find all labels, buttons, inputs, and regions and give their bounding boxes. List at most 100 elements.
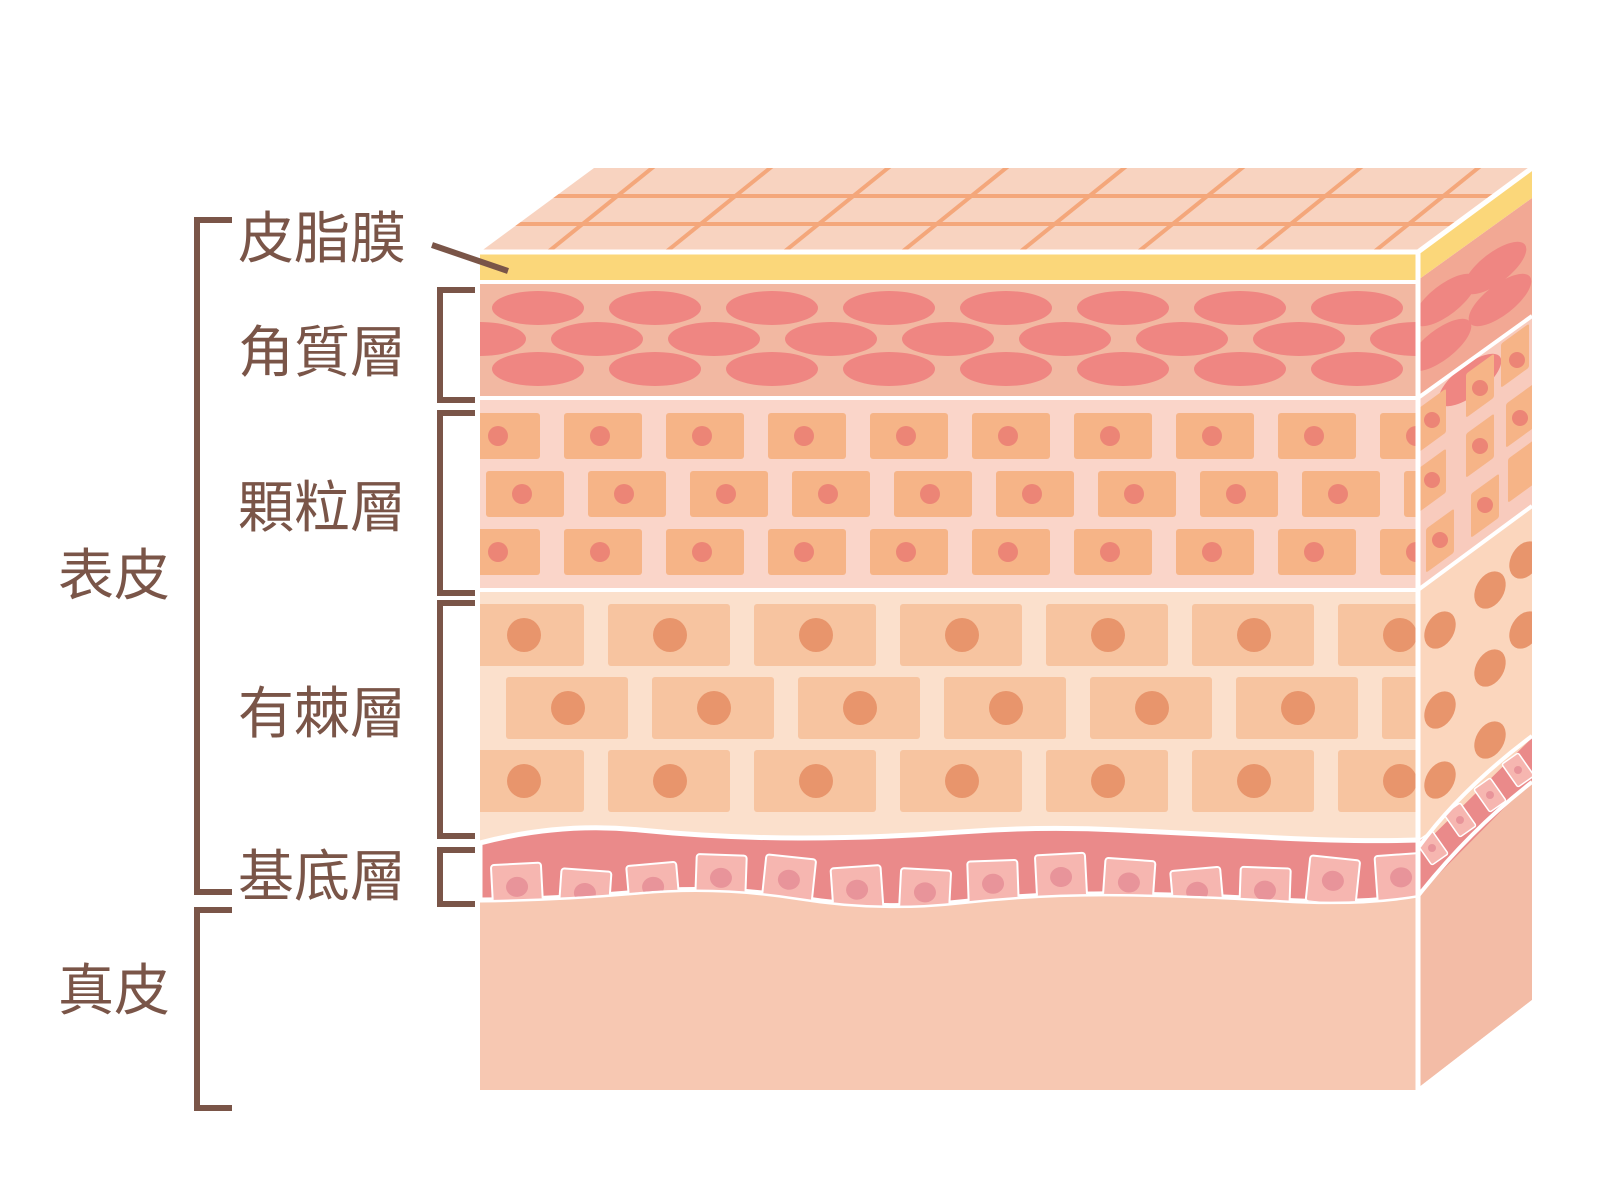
granulosum-nucleus xyxy=(1022,484,1042,504)
spinosum-cell xyxy=(1382,677,1418,739)
spinosum-nucleus xyxy=(507,618,541,652)
granulosum-nucleus xyxy=(1100,426,1120,446)
side-corneum-cell xyxy=(1468,273,1532,327)
sebum-film-leader-line xyxy=(431,242,509,274)
spinosum-nucleus xyxy=(799,764,833,798)
corneum-cell xyxy=(1077,352,1169,386)
side-granulosum-nucleus xyxy=(1424,472,1440,488)
spinosum-nucleus xyxy=(551,691,585,725)
sebum-film-layer xyxy=(480,168,1532,280)
granulosum-nucleus xyxy=(590,542,610,562)
basale-nucleus xyxy=(1390,867,1413,888)
granulosum-cell xyxy=(1380,413,1418,459)
corneum-cell xyxy=(1311,352,1403,386)
side-granulosum-nucleus xyxy=(1472,438,1488,454)
side-granulosum-nucleus xyxy=(1509,352,1525,368)
granulosum-nucleus xyxy=(896,542,916,562)
granulosum-nucleus xyxy=(488,542,508,562)
granulosum-nucleus xyxy=(1328,484,1348,504)
spinosum-nucleus xyxy=(945,618,979,652)
top-surface xyxy=(480,168,1532,252)
side-spinosum-nucleus xyxy=(1474,721,1506,759)
granulosum-nucleus xyxy=(1304,426,1324,446)
spinosum-nucleus xyxy=(1135,691,1169,725)
side-spinosum-nucleus xyxy=(1509,611,1532,649)
side-spinosum-nucleus xyxy=(1424,691,1456,729)
spinosum-nucleus xyxy=(843,691,877,725)
epidermis-bracket xyxy=(194,217,232,895)
granulosum-cell xyxy=(480,413,540,459)
side-granulosum-nucleus xyxy=(1477,497,1493,513)
corneum-cell xyxy=(480,322,526,356)
granulosum-nucleus xyxy=(1202,542,1222,562)
stratum-basale-label: 基底層 xyxy=(238,845,406,910)
spinosum-nucleus xyxy=(697,691,731,725)
basale-nucleus xyxy=(1050,867,1073,888)
granulosum-nucleus xyxy=(512,484,532,504)
basale-nucleus xyxy=(1321,870,1344,891)
sebum-film-label: 皮脂膜 xyxy=(238,207,406,272)
spinosum-nucleus xyxy=(653,764,687,798)
stratum-corneum-label: 角質層 xyxy=(238,321,406,386)
basale-nucleus xyxy=(1253,880,1276,901)
stratum-basale-layer xyxy=(480,825,1418,909)
granulosum-nucleus xyxy=(1202,426,1222,446)
corneum-cell xyxy=(1019,322,1111,356)
granulosum-nucleus xyxy=(998,426,1018,446)
stratum-spinosum-layer xyxy=(480,592,1418,852)
corneum-cell xyxy=(1311,291,1403,325)
epidermis-label: 表皮 xyxy=(58,544,170,609)
corneum-cell xyxy=(843,291,935,325)
granulosum-nucleus xyxy=(692,542,712,562)
side-granulosum-nucleus xyxy=(1512,410,1528,426)
spinosum-nucleus xyxy=(1237,618,1271,652)
stratum-spinosum-bracket xyxy=(437,600,475,839)
side-spinosum-nucleus xyxy=(1474,571,1506,609)
side-granulosum-cell xyxy=(1508,439,1532,502)
granulosum-nucleus xyxy=(920,484,940,504)
corneum-cell xyxy=(609,352,701,386)
granulosum-nucleus xyxy=(1406,426,1418,446)
basale-nucleus xyxy=(777,869,800,890)
spinosum-nucleus xyxy=(653,618,687,652)
side-basale-nucleus xyxy=(1456,816,1464,824)
corneum-cell xyxy=(668,322,760,356)
granulosum-nucleus xyxy=(1100,542,1120,562)
corneum-cell xyxy=(492,291,584,325)
granulosum-cell xyxy=(1380,529,1418,575)
side-spinosum-nucleus xyxy=(1424,761,1456,799)
basale-nucleus xyxy=(913,882,936,903)
granulosum-nucleus xyxy=(716,484,736,504)
spinosum-nucleus xyxy=(799,618,833,652)
granulosum-nucleus xyxy=(692,426,712,446)
corneum-cell xyxy=(609,291,701,325)
spinosum-nucleus xyxy=(989,691,1023,725)
side-basale-nucleus xyxy=(1514,766,1522,774)
basale-nucleus xyxy=(1117,872,1140,893)
granulosum-nucleus xyxy=(896,426,916,446)
side-corneum-cell xyxy=(1418,273,1477,327)
corneum-cell xyxy=(902,322,994,356)
basale-nucleus xyxy=(846,879,869,900)
spinosum-nucleus xyxy=(1383,764,1417,798)
dermis-label: 真皮 xyxy=(58,959,170,1024)
granulosum-nucleus xyxy=(794,426,814,446)
spinosum-nucleus xyxy=(1091,618,1125,652)
stratum-spinosum-label: 有棘層 xyxy=(238,682,406,747)
corneum-cell xyxy=(960,291,1052,325)
corneum-cell xyxy=(726,291,818,325)
basale-nucleus xyxy=(506,876,529,897)
stratum-granulosum-layer xyxy=(480,400,1418,588)
granulosum-nucleus xyxy=(1406,542,1418,562)
side-corneum-cell xyxy=(1463,241,1527,295)
spinosum-nucleus xyxy=(1091,764,1125,798)
corneum-cell xyxy=(1194,352,1286,386)
granulosum-nucleus xyxy=(1304,542,1324,562)
corneum-cell xyxy=(785,322,877,356)
corneum-cell xyxy=(551,322,643,356)
stratum-granulosum-label: 顆粒層 xyxy=(238,476,406,541)
spinosum-nucleus xyxy=(945,764,979,798)
granulosum-nucleus xyxy=(1124,484,1144,504)
side-spinosum-nucleus xyxy=(1424,611,1456,649)
